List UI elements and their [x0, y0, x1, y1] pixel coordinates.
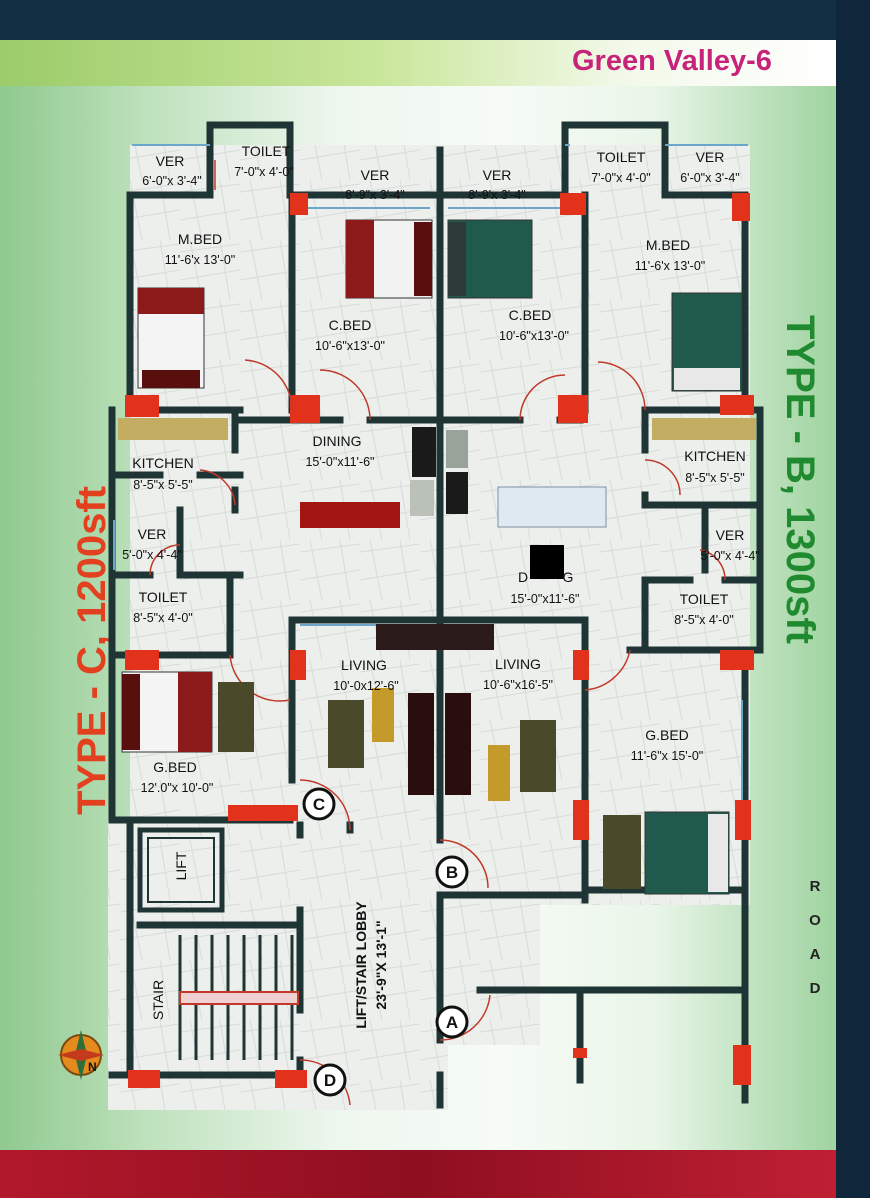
room-dim: 15'-0"x11'-6"	[510, 592, 579, 606]
room-name: M.BED	[178, 231, 222, 247]
room-name: DINING	[313, 433, 362, 449]
room-name: STAIR	[150, 980, 166, 1020]
top-green-band	[0, 40, 836, 86]
entry-marker-d: D	[313, 1063, 347, 1097]
road-letter: D	[809, 980, 821, 997]
room-dim: 23'-9"X 13'-1"	[373, 920, 389, 1009]
room-name: VER	[483, 167, 512, 183]
svg-text:B: B	[446, 863, 458, 882]
room-dim: 8'-9"x 3'-4"	[345, 188, 405, 202]
room-name: D	[518, 569, 528, 585]
room-dim: 11'-6"x 15'-0"	[631, 749, 703, 763]
gbed-b-bed	[603, 811, 730, 895]
windows	[113, 144, 748, 800]
mbed-c-bed	[137, 287, 205, 389]
room-dim: 6'-0"x 3'-4"	[142, 174, 202, 188]
room-dim: 5'-0"x 4'-4"	[700, 549, 760, 563]
compass-icon	[58, 1030, 104, 1080]
room-labels: VER 6'-0"x 3'-4" TOILET 7'-0"x 4'-0" VER…	[122, 143, 760, 1029]
room-dim: 8'-5"x 5'-5"	[685, 471, 745, 485]
road-letter: O	[809, 912, 821, 929]
room-name: LIVING	[341, 657, 387, 673]
room-dim: 10'-6"x13'-0"	[499, 329, 569, 343]
mbed-b-bed	[671, 292, 743, 392]
cbed-c-bed	[345, 219, 433, 299]
room-dim: 11'-6'x 13'-0"	[635, 259, 705, 273]
columns	[125, 193, 754, 1088]
svg-text:C: C	[313, 795, 325, 814]
room-name: C.BED	[329, 317, 372, 333]
stair-treads	[178, 935, 299, 1060]
room-dim: 15'-0"x11'-6"	[305, 455, 374, 469]
entry-markers: C B A D	[302, 787, 469, 1097]
redaction-block	[530, 545, 564, 579]
entry-marker-b: B	[435, 855, 469, 889]
room-name: VER	[138, 526, 167, 542]
room-name: LIFT	[173, 851, 189, 880]
room-name: TOILET	[242, 143, 291, 159]
room-dim: 7'-0"x 4'-0"	[591, 171, 651, 185]
room-dim: 8'-5"x 5'-5"	[133, 478, 193, 492]
room-dim: 8'-5"x 4'-0"	[133, 611, 193, 625]
road-letter: R	[809, 878, 821, 895]
room-name: TOILET	[597, 149, 646, 165]
road-label: R O A D	[808, 870, 822, 1006]
gbed-c-bed	[121, 671, 254, 753]
room-dim: 11'-6'x 13'-0"	[165, 253, 235, 267]
room-dim: 12'.0"x 10'-0"	[141, 781, 214, 795]
road-letter: A	[809, 946, 821, 963]
room-dim: 10'-0x12'-6"	[333, 679, 399, 693]
room-dim: 8'-5"x 4'-0"	[674, 613, 734, 627]
room-name: VER	[361, 167, 390, 183]
room-name: TOILET	[680, 591, 729, 607]
bottom-red-band	[0, 1150, 836, 1198]
room-name: G	[563, 569, 574, 585]
room-name: KITCHEN	[684, 448, 745, 464]
cbed-b-bed	[447, 219, 533, 299]
room-dim: 6'-0"x 3'-4"	[680, 171, 740, 185]
compass-north-label: N	[88, 1060, 97, 1074]
room-name: LIVING	[495, 656, 541, 672]
right-dark-band	[836, 0, 870, 1198]
room-dim: 10'-6"x16'-5"	[483, 678, 553, 692]
room-dim: 5'-0"x 4'-4"	[122, 548, 182, 562]
bed-furniture	[121, 219, 743, 895]
room-name: M.BED	[646, 237, 690, 253]
door-swings	[149, 160, 726, 1106]
entry-marker-c: C	[302, 787, 336, 821]
room-name: VER	[716, 527, 745, 543]
entry-marker-a: A	[435, 1005, 469, 1039]
room-name: KITCHEN	[132, 455, 193, 471]
room-name: TOILET	[139, 589, 188, 605]
room-name: VER	[696, 149, 725, 165]
room-name: VER	[156, 153, 185, 169]
room-name: LIFT/STAIR LOBBY	[353, 901, 369, 1029]
dining-furniture	[118, 418, 756, 801]
room-dim: 7'-0"x 4'-0"	[234, 165, 294, 179]
project-title: Green Valley-6	[572, 45, 772, 77]
room-name: C.BED	[509, 307, 552, 323]
room-name: G.BED	[645, 727, 689, 743]
svg-text:D: D	[324, 1071, 336, 1090]
room-name: G.BED	[153, 759, 197, 775]
room-dim: 10'-6"x13'-0"	[315, 339, 385, 353]
svg-text:A: A	[446, 1013, 458, 1032]
room-dim: 8'-9'x 3'-4"	[468, 188, 525, 202]
